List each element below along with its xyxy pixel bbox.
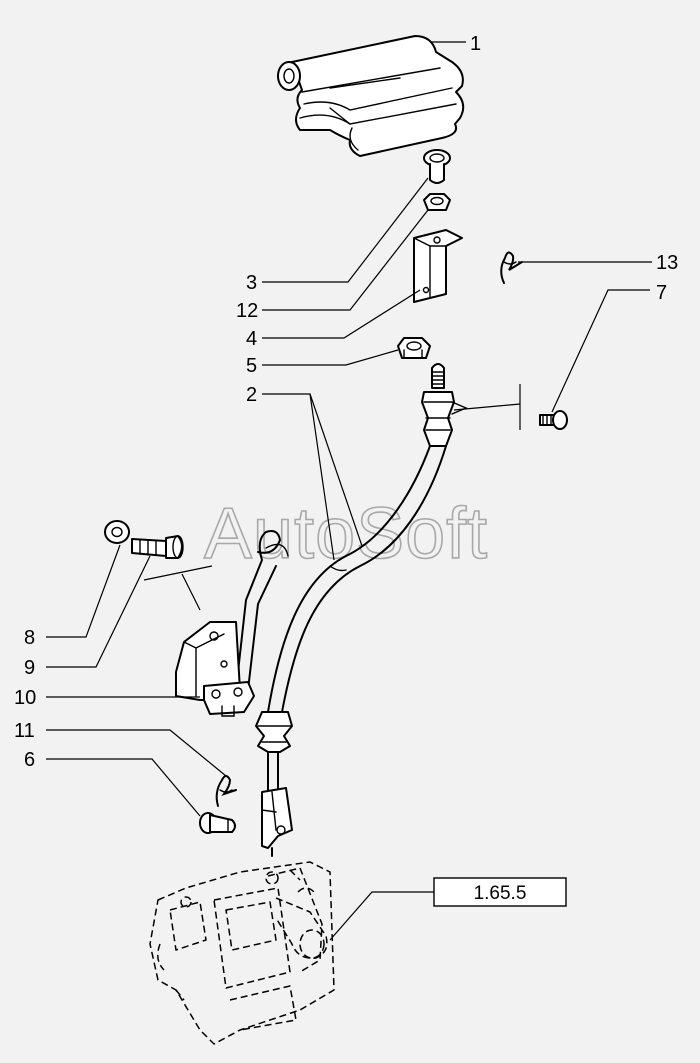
watermark: AutoSoft [204, 494, 488, 574]
lever-rod [235, 530, 289, 691]
callout-2: 2 [246, 384, 257, 406]
part-3-plug [423, 149, 451, 184]
callout-5: 5 [246, 355, 257, 377]
reference-label: 1.65.5 [474, 883, 527, 904]
part-5-nut [397, 337, 431, 359]
callout-9: 9 [24, 657, 35, 679]
callout-13: 13 [656, 252, 678, 274]
leader-lines [46, 41, 652, 941]
part-4-bracket [413, 229, 463, 303]
part-6-pin [199, 812, 236, 834]
callout-3: 3 [246, 272, 257, 294]
part-8-washer [104, 520, 130, 544]
callout-labels: 1 3 12 4 5 2 13 7 8 9 10 11 6 [14, 33, 678, 771]
reference-box: 1.65.5 [433, 877, 567, 907]
group-bracket-left [143, 565, 213, 611]
callout-4: 4 [246, 328, 257, 350]
part-7-bolt [539, 410, 568, 430]
part-1-boot [277, 35, 465, 157]
callout-12: 12 [236, 300, 258, 322]
callout-7: 7 [656, 282, 667, 304]
part-12-nut [423, 193, 451, 211]
part-2-cable [255, 363, 468, 857]
callout-10: 10 [14, 687, 36, 709]
part-13-clip [500, 251, 523, 284]
part-9-bolt [131, 535, 184, 559]
callout-1: 1 [470, 33, 481, 55]
part-11-clip [215, 775, 237, 807]
gearbox-housing-phantom [149, 861, 335, 1045]
part-10-bracket [175, 621, 255, 717]
callout-8: 8 [24, 627, 35, 649]
callout-6: 6 [24, 749, 35, 771]
callout-11: 11 [14, 720, 35, 742]
